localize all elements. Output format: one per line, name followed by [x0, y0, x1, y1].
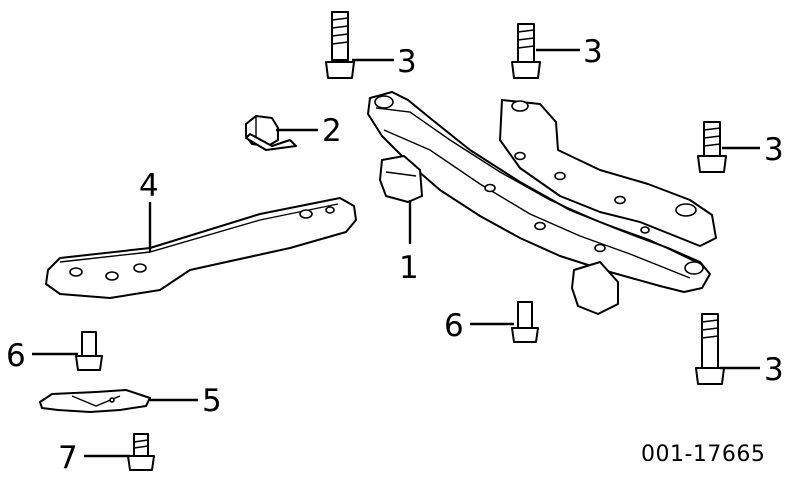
callout-7: 7: [58, 440, 78, 476]
catalog-code: 001-17665: [641, 442, 765, 467]
callout-6b: 6: [6, 338, 26, 374]
callout-6a: 6: [444, 308, 464, 344]
callout-2: 2: [322, 113, 342, 149]
callout-3b: 3: [583, 34, 603, 70]
bolt-7: [127, 433, 155, 471]
callout-5: 5: [202, 383, 222, 419]
stopper-part: [245, 115, 297, 151]
bolt-6b: [75, 331, 103, 371]
bolt-3d: [695, 313, 725, 385]
bolt-3a: [325, 11, 355, 79]
callout-4: 4: [139, 168, 159, 204]
bolt-3b: [511, 23, 541, 79]
callout-3a: 3: [397, 44, 417, 80]
brace-part: [45, 197, 357, 299]
callout-1: 1: [399, 250, 419, 286]
bolt-3c: [697, 121, 727, 173]
shield-part: [39, 389, 151, 413]
callout-3c: 3: [764, 132, 784, 168]
callout-3d: 3: [764, 352, 784, 388]
crossmember-part: [367, 91, 717, 315]
bolt-6a: [511, 301, 539, 343]
